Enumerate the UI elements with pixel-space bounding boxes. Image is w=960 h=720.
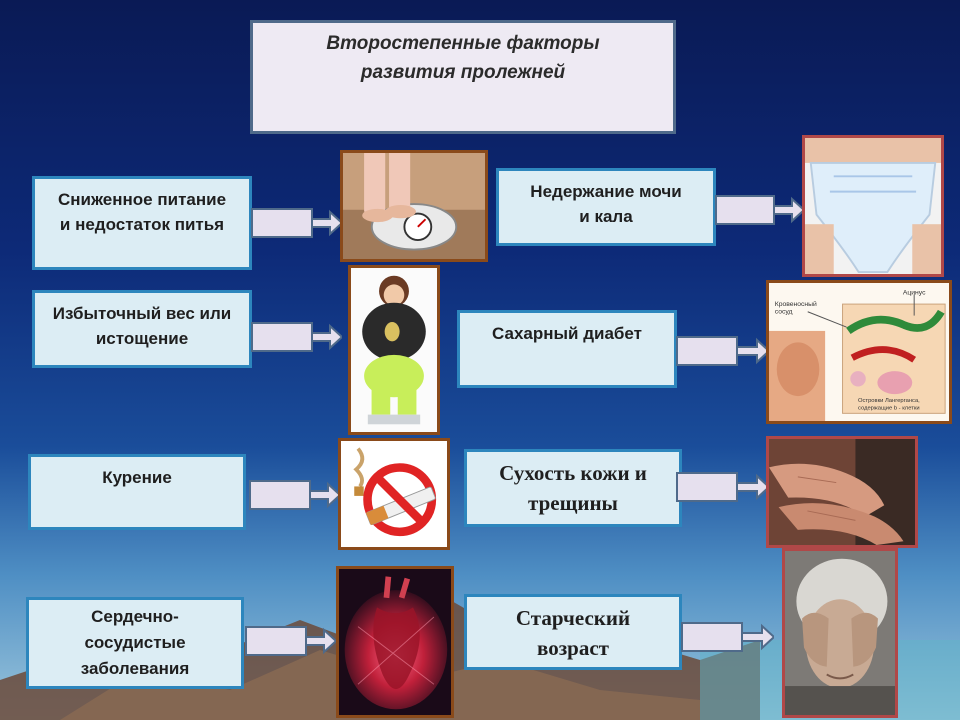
- diagram-label-acinus: Ацинус: [903, 290, 926, 297]
- factor-text: Курение: [102, 468, 172, 487]
- diagram-label-vessel-1: Кровеносный: [775, 300, 817, 308]
- title-line-1: Второстепенные факторы: [326, 33, 600, 54]
- arrow-right-icon: [681, 622, 774, 652]
- factor-box-dry-skin: Сухость кожи и трещины: [464, 449, 682, 527]
- diagram-label-islets-1: Островки Лангерганса,: [858, 398, 920, 404]
- factor-box-incontinence: Недержание мочи и кала: [496, 168, 716, 246]
- factor-text: и недостаток питья: [59, 215, 225, 234]
- factor-box-cardio: Сердечно- сосудистые заболевания: [26, 597, 244, 689]
- arrow-right-icon: [715, 195, 804, 225]
- factor-box-nutrition: Сниженное питание и недостаток питья: [32, 176, 252, 270]
- factor-text: истощение: [95, 329, 189, 348]
- heart-icon: [336, 566, 454, 718]
- elderly-face-icon: [782, 548, 898, 718]
- factor-box-weight: Избыточный вес или истощение: [32, 290, 252, 368]
- factor-text: Старческий: [515, 606, 631, 630]
- arrow-right-icon: [245, 626, 336, 656]
- arrow-right-icon: [251, 208, 342, 238]
- scale-icon: [340, 150, 488, 262]
- factor-text: Избыточный вес или: [52, 304, 232, 323]
- arrow-right-icon: [676, 336, 769, 366]
- factor-text: Сниженное питание: [57, 190, 227, 209]
- factor-box-old-age: Старческий возраст: [464, 594, 682, 670]
- overweight-person-icon: [348, 265, 440, 435]
- factor-text: Сердечно-: [91, 607, 179, 626]
- factor-text: заболевания: [80, 659, 190, 678]
- title-box: Второстепенные факторы развития пролежне…: [250, 20, 676, 134]
- title-line-2: развития пролежней: [360, 62, 566, 83]
- factor-text: Сахарный диабет: [492, 324, 642, 343]
- factor-box-diabetes: Сахарный диабет: [457, 310, 677, 388]
- arrow-right-icon: [676, 472, 769, 502]
- factor-text: сосудистые: [84, 633, 186, 652]
- no-smoking-icon: [338, 438, 450, 550]
- factor-text: Сухость кожи и: [499, 461, 647, 485]
- pancreas-diagram-icon: Ацинус Кровеносный сосуд Островки Лангер…: [766, 280, 952, 424]
- factor-text: Недержание мочи: [530, 182, 682, 201]
- factor-text: и кала: [579, 207, 633, 226]
- factor-text: возраст: [537, 636, 609, 660]
- arrow-right-icon: [249, 480, 340, 510]
- diaper-icon: [802, 135, 944, 277]
- arrow-right-icon: [251, 322, 342, 352]
- diagram-label-islets-2: содержащие b - клетки: [858, 406, 920, 412]
- factor-box-smoking: Курение: [28, 454, 246, 530]
- factor-text: трещины: [528, 491, 618, 515]
- diagram-label-vessel-2: сосуд: [775, 309, 793, 316]
- dry-hands-icon: [766, 436, 918, 548]
